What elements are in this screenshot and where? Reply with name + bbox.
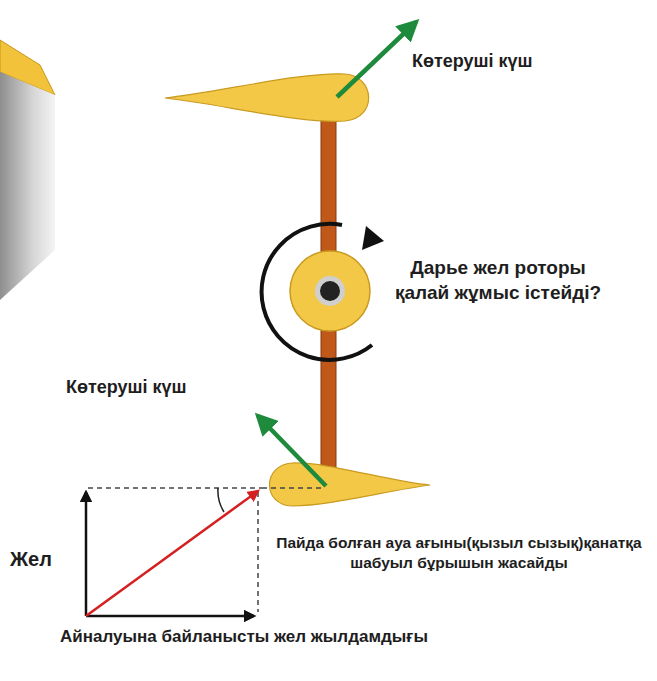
bottom-blade xyxy=(270,463,431,506)
dashed-line xyxy=(88,487,262,489)
lift-label: Көтеруші күш xyxy=(66,376,266,399)
rotation-arc xyxy=(262,224,372,360)
angle-arc xyxy=(218,488,224,512)
resulting-flow-vector xyxy=(86,491,258,616)
wind-vector xyxy=(85,492,88,616)
wind-label: Жел xyxy=(10,546,70,572)
rotor-hub xyxy=(290,251,370,331)
hub-axis xyxy=(320,281,340,301)
dashed-line xyxy=(257,492,259,612)
rotation-wind-vector xyxy=(86,615,254,618)
lift-label: Көтеруші күш xyxy=(412,50,632,73)
chord-line xyxy=(262,487,325,489)
rotation-speed-label: Айналуына байланысты жел жылдамдығы xyxy=(58,626,430,648)
rotation-head xyxy=(362,226,384,250)
lift-arrow xyxy=(337,22,416,97)
lift-arrow xyxy=(258,416,326,486)
hub-ring xyxy=(315,276,345,306)
rotor-question: Дарье жел роторы қалай жұмыс істейді? xyxy=(382,256,614,305)
side-blade xyxy=(0,40,55,300)
flow-note: Пайда болған ауа ағыны(қызыл сызық)қанат… xyxy=(266,533,652,573)
